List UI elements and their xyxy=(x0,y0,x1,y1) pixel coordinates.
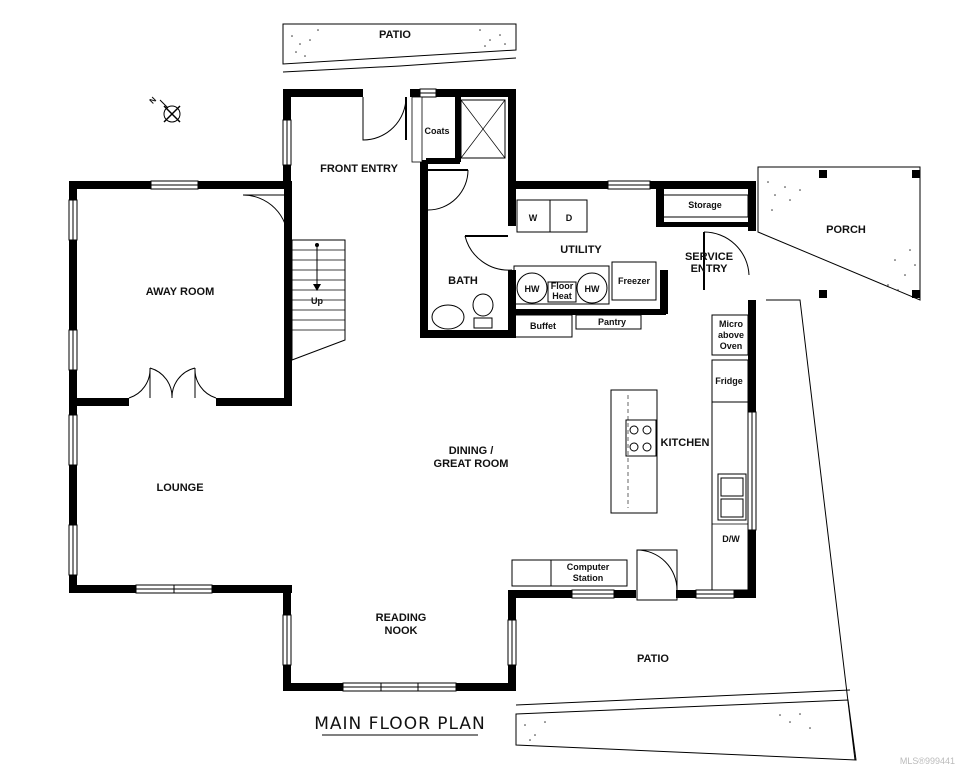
porch-slab xyxy=(757,166,921,761)
label-utility: UTILITY xyxy=(560,244,602,256)
patio-bottom-slab xyxy=(515,689,857,761)
label-bath: BATH xyxy=(448,275,478,287)
label-above: above xyxy=(718,330,744,340)
label-fridge: Fridge xyxy=(715,376,743,386)
plan-title: MAIN FLOOR PLAN xyxy=(314,714,486,734)
windows xyxy=(68,88,757,692)
label-reading: READING xyxy=(376,612,427,624)
mls-watermark: MLS®999441 xyxy=(900,756,955,766)
label-storage: Storage xyxy=(688,200,722,210)
kitchen-counters xyxy=(711,314,749,591)
label-kitchen: KITCHEN xyxy=(661,437,710,449)
label-computer: Computer xyxy=(567,562,610,572)
label-dw: D/W xyxy=(722,534,740,544)
washer-dryer xyxy=(516,199,588,233)
label-porch: PORCH xyxy=(826,224,866,236)
label-coats: Coats xyxy=(424,126,449,136)
pantry-cabinet xyxy=(575,314,642,330)
label-away-room: AWAY ROOM xyxy=(146,286,214,298)
label-hw-1: HW xyxy=(525,284,540,294)
label-micro: Micro xyxy=(719,319,744,329)
label-patio-bottom: PATIO xyxy=(637,653,669,665)
label-buffet: Buffet xyxy=(530,321,556,331)
label-dining: DINING / xyxy=(449,445,494,457)
freezer xyxy=(611,261,657,301)
buffet-cabinet xyxy=(511,314,573,338)
label-pantry: Pantry xyxy=(598,317,626,327)
patio-top-slab xyxy=(282,23,517,73)
label-station: Station xyxy=(573,573,604,583)
doors xyxy=(128,96,750,601)
label-hw-2: HW xyxy=(585,284,600,294)
water-heaters xyxy=(513,265,610,305)
label-great-room: GREAT ROOM xyxy=(434,458,509,470)
label-heat: Heat xyxy=(552,291,572,301)
label-dryer: D xyxy=(566,213,573,223)
label-freezer: Freezer xyxy=(618,276,651,286)
bathtub-icon xyxy=(431,304,465,330)
svg-text:N: N xyxy=(148,95,159,106)
label-nook: NOOK xyxy=(385,625,418,637)
label-entry: ENTRY xyxy=(691,263,729,275)
kitchen-island xyxy=(610,389,658,514)
label-up: Up xyxy=(311,296,323,306)
stairs xyxy=(291,239,346,361)
label-front-entry: FRONT ENTRY xyxy=(320,163,398,175)
computer-desk xyxy=(511,559,628,587)
label-lounge: LOUNGE xyxy=(156,482,203,494)
label-service: SERVICE xyxy=(685,251,733,263)
label-washer: W xyxy=(529,213,538,223)
storage-shelf xyxy=(659,194,749,218)
coats-closet xyxy=(411,96,423,163)
sink-icon xyxy=(717,473,747,521)
shower-icon xyxy=(460,99,506,159)
toilet-icon xyxy=(472,293,494,329)
label-floor: Floor xyxy=(551,281,574,291)
label-oven: Oven xyxy=(720,341,743,351)
cooktop-icon xyxy=(625,419,657,457)
label-patio-top: PATIO xyxy=(379,29,411,41)
north-arrow-icon: N xyxy=(148,95,181,123)
